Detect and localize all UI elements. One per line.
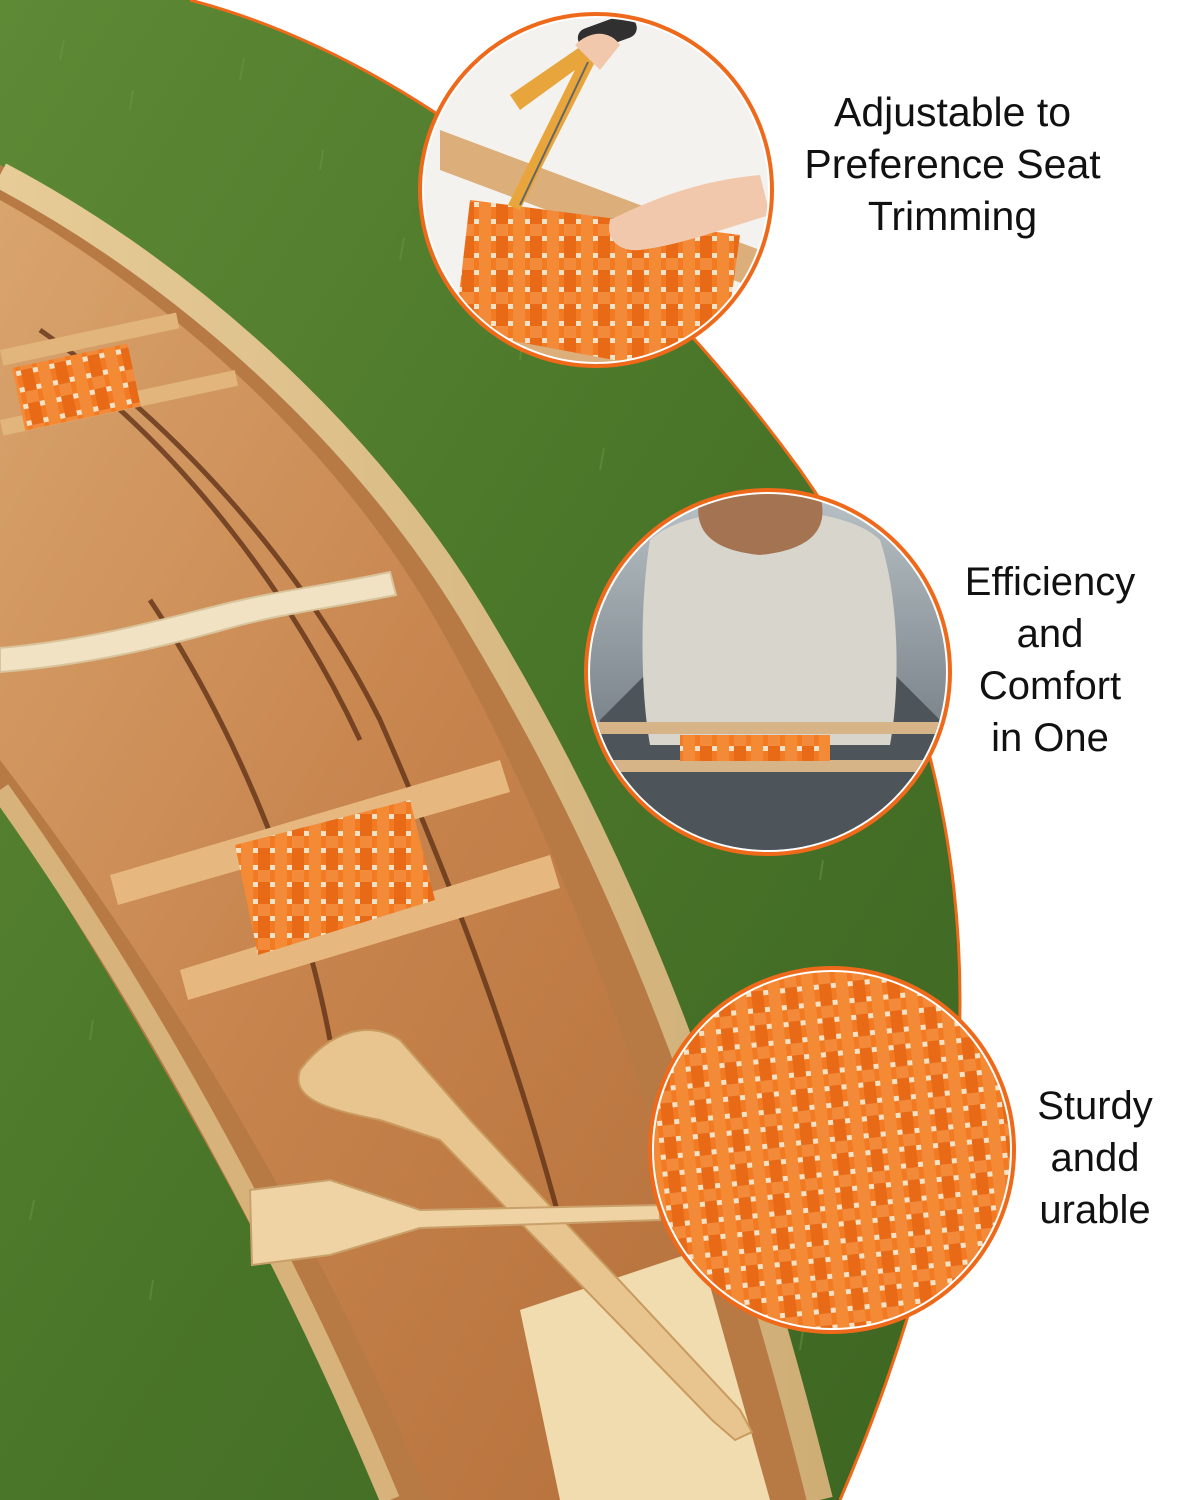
detail-circle-trimming — [418, 12, 774, 368]
paddles — [248, 1029, 754, 1442]
canoe-yoke — [0, 570, 398, 674]
detail-circle-comfort — [584, 488, 952, 856]
canoe-deck — [520, 1250, 770, 1500]
canoe-gunwale-left — [0, 784, 400, 1500]
callout-sturdy: Sturdy andd urable — [1037, 1084, 1153, 1232]
seat-middle — [110, 760, 560, 1000]
seat-top — [0, 312, 239, 436]
detail-circle-sturdy — [648, 966, 1016, 1334]
callout-trimming: Adjustable to Preference Seat Trimming — [804, 89, 1101, 239]
callout-comfort: Efficiency and Comfort in One — [964, 560, 1136, 760]
